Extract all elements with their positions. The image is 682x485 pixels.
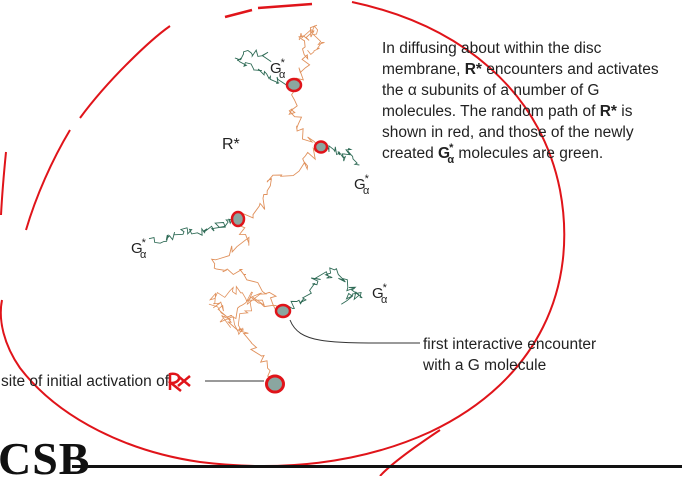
g-alpha-walk-4: [278, 267, 363, 312]
annotation-red-stroke-a: [79, 25, 171, 119]
g-alpha-walk-1: [234, 49, 297, 87]
r-star-label: R*: [222, 136, 240, 153]
r-star-walk-top: [298, 25, 325, 55]
annotation-red-dash-b: [257, 2, 313, 10]
initial-activation-label: site of initial activation of: [1, 373, 170, 390]
annotation-red-stroke-c: [0, 151, 7, 216]
first-encounter-label: first interactive encounter with a G mol…: [423, 334, 596, 376]
g-alpha-label-4: G*α: [372, 282, 388, 306]
g-alpha-label-1: G*α: [270, 57, 286, 81]
annotation-red-dash-a: [224, 8, 253, 19]
csb-logo: CSB: [0, 433, 91, 484]
annotation-red-loop: [0, 1, 566, 468]
molecule-initial-activation: [265, 374, 285, 394]
red-r-star-mark: [167, 372, 191, 392]
first-encounter-line-1: first interactive encounter: [423, 336, 597, 353]
g-alpha-label-2: G*α: [354, 173, 370, 197]
g-alpha-label-3: G*α: [131, 237, 147, 261]
g-alpha-walk-2: [320, 144, 360, 166]
g-alpha-walk-3: [148, 217, 238, 244]
r-star-walk-main: [210, 24, 326, 389]
first-encounter-line-2: with a G molecule: [423, 357, 547, 374]
logo-underline: [72, 465, 682, 468]
caption-text: In diffusing about within the disc membr…: [382, 40, 659, 166]
r-star-random-path: [208, 24, 326, 389]
r-star-walk-cluster: [208, 285, 266, 336]
molecule-encounter-1: [285, 77, 303, 93]
figure-caption: In diffusing about within the disc membr…: [382, 38, 667, 166]
annotation-red-stroke-b: [25, 129, 71, 231]
leader-line-first-encounter: [289, 319, 421, 344]
molecule-encounter-3: [230, 210, 246, 228]
molecule-encounter-2: [313, 140, 329, 154]
annotation-red-stroke-d: [379, 429, 441, 476]
g-alpha-random-paths: [148, 49, 363, 312]
molecule-encounter-4: [274, 303, 292, 319]
